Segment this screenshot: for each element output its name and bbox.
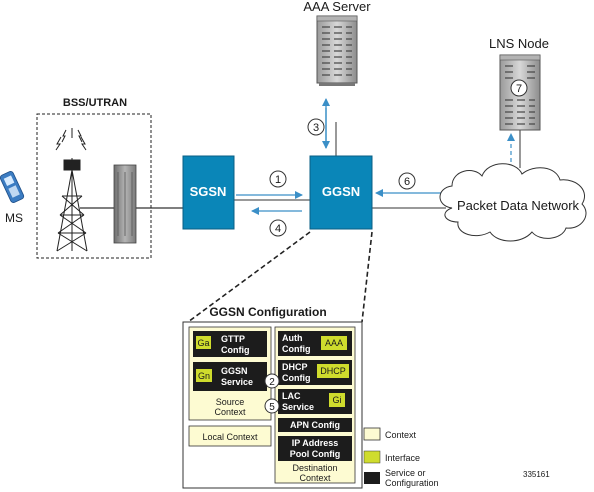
- gn-interface: [196, 369, 212, 382]
- step-3-badge: 3: [307, 118, 325, 136]
- auth-config-line1: Auth: [282, 333, 303, 343]
- packet-data-network-label: Packet Data Network: [457, 198, 580, 213]
- gtpp-config-line2: Config: [221, 345, 250, 355]
- gn-interface-label: Gn: [198, 371, 210, 381]
- source-context-line2: Context: [214, 407, 246, 417]
- legend-interface-label: Interface: [385, 453, 420, 463]
- bss-utran-boundary: [36, 113, 152, 259]
- legend-context-swatch: [363, 427, 381, 441]
- bss-utran-label: BSS/UTRAN: [63, 97, 127, 109]
- dhcp-config-line2: Config: [282, 373, 311, 383]
- ggsn-label: GGSN: [322, 184, 360, 199]
- auth-config-line2: Config: [282, 344, 311, 354]
- destination-context-line1: Destination: [292, 463, 337, 473]
- legend-service-line2: Configuration: [385, 478, 439, 488]
- packet-data-network-cloud: [439, 163, 587, 242]
- aaa-interface: [321, 336, 347, 350]
- svg-text:6: 6: [404, 176, 410, 188]
- step-1-badge: 1: [269, 170, 287, 188]
- local-context-label: Local Context: [202, 432, 258, 442]
- local-context: [188, 425, 272, 447]
- aaa-server-label: AAA Server: [303, 0, 371, 14]
- gi-interface: [329, 393, 345, 407]
- legend-service-line1: Service or: [385, 468, 426, 478]
- dhcp-config-line1: DHCP: [282, 362, 308, 372]
- ggsn-service-line2: Service: [221, 377, 253, 387]
- ggsn-service-line1: GGSN: [221, 366, 248, 376]
- apn-config-label: APN Config: [290, 420, 340, 430]
- figure-id: 335161: [523, 470, 550, 479]
- step-5-badge: 5: [264, 398, 280, 414]
- ip-pool-config-line1: IP Address: [292, 438, 339, 448]
- step-6-badge: 6: [398, 172, 416, 190]
- svg-text:7: 7: [516, 83, 522, 95]
- antenna-tower-icon: [55, 128, 88, 252]
- step-4-badge: 4: [269, 219, 287, 237]
- source-context-line1: Source: [216, 397, 245, 407]
- svg-text:4: 4: [275, 223, 281, 235]
- sgsn-label: SGSN: [190, 184, 227, 199]
- destination-context-line2: Context: [299, 473, 331, 483]
- legend-interface-swatch: [363, 450, 381, 464]
- zoom-line-right: [361, 231, 373, 323]
- step-2-badge: 2: [264, 373, 280, 389]
- legend-context-label: Context: [385, 430, 417, 440]
- ggsn-configuration-title: GGSN Configuration: [209, 305, 326, 319]
- sgsn-node: [182, 155, 235, 230]
- dhcp-interface: [317, 364, 349, 378]
- gi-interface-label: Gi: [333, 395, 342, 405]
- gtpp-config-line1: GTTP: [221, 334, 245, 344]
- ga-interface: [196, 336, 211, 349]
- svg-text:2: 2: [269, 377, 275, 388]
- ga-interface-label: Ga: [197, 338, 209, 348]
- apn-config-block: [278, 418, 352, 432]
- mobile-phone-icon: [0, 171, 25, 203]
- svg-text:3: 3: [313, 122, 319, 134]
- lac-service-line2: Service: [282, 402, 314, 412]
- ggsn-node: [309, 155, 373, 230]
- zoom-line-left: [187, 231, 311, 323]
- legend-service-swatch: [364, 472, 380, 484]
- lns-node-label: LNS Node: [489, 36, 549, 51]
- lac-service-line1: LAC: [282, 391, 301, 401]
- svg-text:5: 5: [269, 402, 275, 413]
- dhcp-interface-label: DHCP: [320, 366, 346, 376]
- aaa-interface-label: AAA: [325, 338, 343, 348]
- base-station-icon: [113, 164, 137, 244]
- ip-pool-config-block: [278, 436, 352, 461]
- ip-pool-config-line2: Pool Config: [290, 449, 341, 459]
- aaa-server-icon: [316, 15, 358, 86]
- step-7-badge: 7: [510, 79, 528, 97]
- svg-text:1: 1: [275, 174, 281, 186]
- ms-label: MS: [5, 211, 23, 225]
